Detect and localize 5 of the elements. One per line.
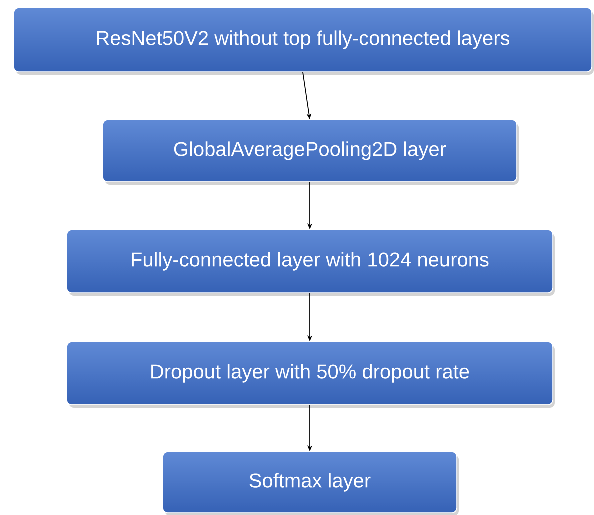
process-box: Dropout layer with 50% dropout rate [66,342,555,408]
process-box: GlobalAveragePooling2D layer [102,120,519,185]
process-box: Fully-connected layer with 1024 neurons [66,230,555,296]
process-box: ResNet50V2 without top fully-connected layers [14,8,594,75]
process-box: Softmax layer [162,452,459,515]
